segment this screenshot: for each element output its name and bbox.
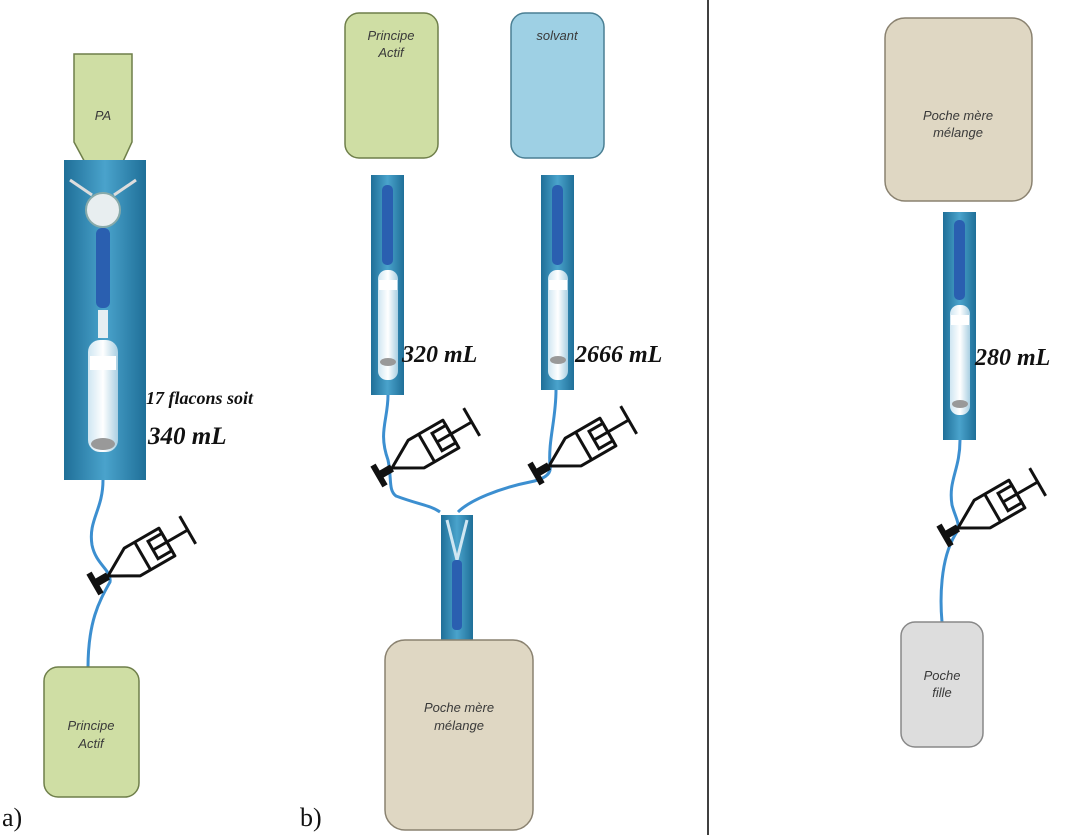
syringe-c — [932, 466, 1048, 553]
panel-b: Principe Actif solvant 320 mL 2666 mL — [300, 12, 662, 832]
principe-actif-bag-a — [43, 666, 140, 798]
volume-text-b-right: 2666 mL — [574, 342, 662, 368]
solvant-label: solvant — [536, 28, 579, 43]
poche-fille-bag — [900, 621, 984, 748]
bag-b-bottom-line2: mélange — [434, 718, 484, 733]
bag-c-bottom-line2: fille — [932, 685, 952, 700]
volume-text-a-line2: 340 mL — [147, 423, 226, 450]
syringe-a — [82, 514, 198, 601]
panel-b-label: b) — [300, 803, 322, 832]
volume-text-c: 280 mL — [974, 345, 1050, 371]
bag-c-top-line1: Poche mère — [923, 108, 993, 123]
bag-c-top-line2: mélange — [933, 125, 983, 140]
panel-a: PA 17 flacons soit 340 mL Principe Actif… — [2, 53, 254, 832]
syringe-b-right — [523, 404, 639, 491]
bag-c-bottom-line1: Poche — [924, 668, 961, 683]
tube-a — [86, 479, 112, 669]
tube-b-left — [382, 394, 441, 514]
poche-mere-bag-c — [884, 17, 1033, 202]
solvant-bag — [510, 12, 605, 159]
tube-b-right — [456, 389, 558, 514]
panel-a-label: a) — [2, 803, 22, 832]
poche-mere-bag-b — [384, 639, 534, 831]
pa-hopper-label: PA — [95, 108, 111, 123]
bag-b-left-line2: Actif — [377, 45, 405, 60]
volume-text-a-line1: 17 flacons soit — [146, 388, 254, 408]
principe-actif-bag-b — [344, 12, 439, 159]
bag-a-label-line2: Actif — [77, 736, 105, 751]
volume-text-b-left: 320 mL — [401, 342, 477, 368]
tube-c — [939, 439, 962, 623]
bag-b-left-line1: Principe — [368, 28, 415, 43]
bag-b-bottom-line1: Poche mère — [424, 700, 494, 715]
panel-c: Poche mère mélange 280 mL Poche fille — [884, 17, 1050, 748]
bag-a-label-line1: Principe — [68, 718, 115, 733]
